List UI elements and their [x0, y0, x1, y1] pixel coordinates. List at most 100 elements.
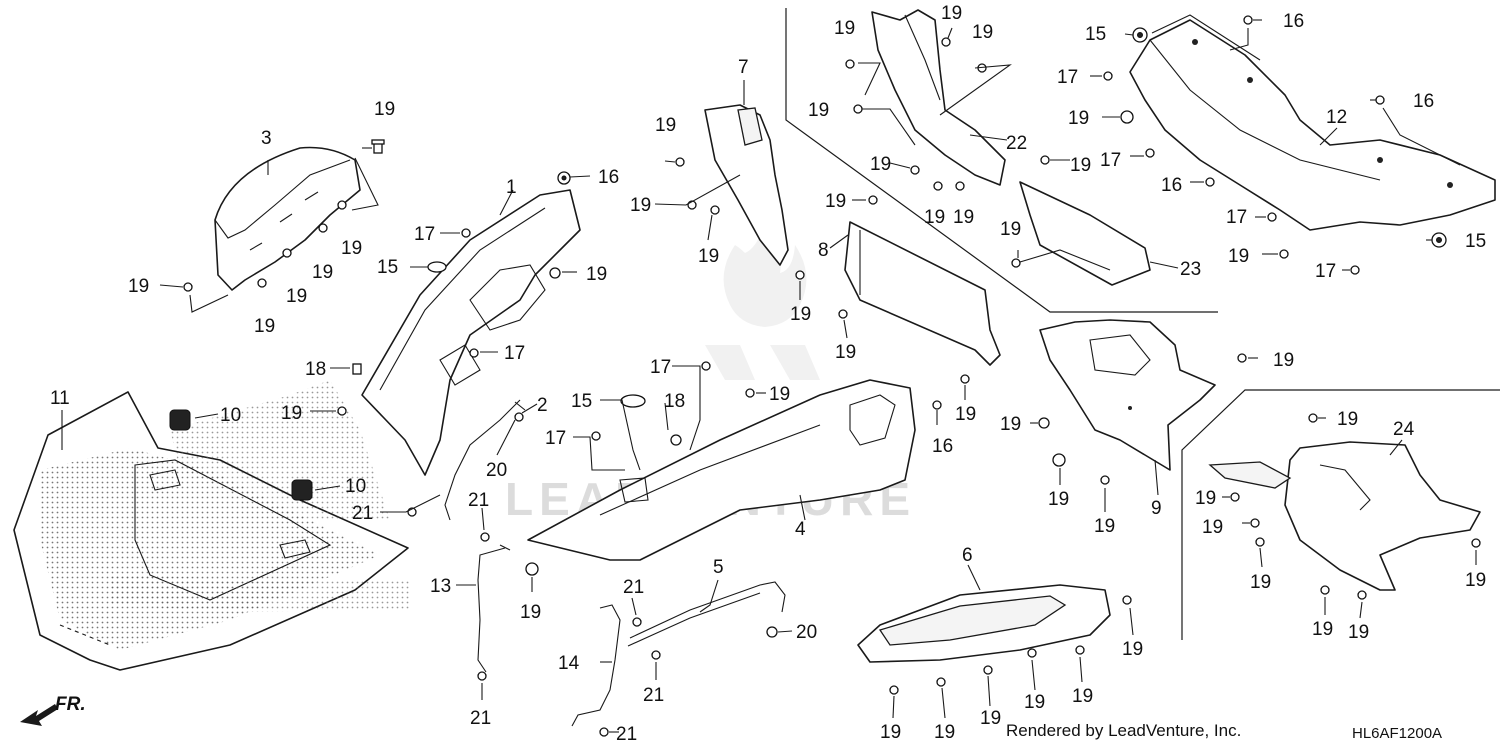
callout-19: 19 [1312, 619, 1333, 640]
section-divider-right [1181, 389, 1500, 640]
callout-19: 19 [1072, 686, 1093, 707]
callout-14: 14 [558, 653, 580, 674]
callout-24: 24 [1393, 419, 1415, 440]
callout-19: 19 [1122, 639, 1143, 660]
callout-15: 15 [377, 257, 398, 278]
part-12-upper-panel [1129, 19, 1496, 231]
callout-15: 15 [1085, 24, 1106, 45]
callout-7: 7 [738, 57, 749, 78]
callout-3: 3 [261, 128, 272, 149]
callout-19: 19 [655, 115, 676, 136]
watermark-logo [705, 223, 820, 380]
callout-19: 19 [953, 207, 974, 228]
callout-13: 13 [430, 576, 451, 597]
callout-21: 21 [468, 490, 489, 511]
part-14-stay [571, 604, 621, 727]
callout-19: 19 [1202, 517, 1223, 538]
callout-19: 19 [1048, 489, 1069, 510]
callout-17: 17 [1226, 207, 1247, 228]
part-24-lower-cover [1208, 441, 1481, 591]
callout-19: 19 [980, 708, 1001, 729]
callout-19: 19 [924, 207, 945, 228]
callout-17: 17 [414, 224, 435, 245]
callout-19: 19 [698, 246, 719, 267]
callout-17: 17 [650, 357, 671, 378]
part-13-stay [477, 544, 511, 673]
callout-19: 19 [374, 99, 395, 120]
callout-21: 21 [470, 708, 491, 729]
part-8-panel [844, 221, 1001, 366]
callout-19: 19 [825, 191, 846, 212]
diagram-code: HL6AF1200A [1352, 725, 1442, 742]
callout-19: 19 [586, 264, 607, 285]
callout-21: 21 [616, 724, 637, 745]
callout-6: 6 [962, 545, 973, 566]
callout-19: 19 [281, 403, 302, 424]
callout-19: 19 [835, 342, 856, 363]
callout-19: 19 [1000, 414, 1021, 435]
callout-19: 19 [955, 404, 976, 425]
callout-16: 16 [932, 436, 953, 457]
callout-16: 16 [1283, 11, 1304, 32]
part-1-front-side-cover [361, 189, 581, 476]
callout-5: 5 [713, 557, 724, 578]
callout-21: 21 [352, 503, 373, 524]
leader-lines [61, 14, 1477, 733]
callout-19: 19 [1348, 622, 1369, 643]
callout-9: 9 [1151, 498, 1162, 519]
callout-17: 17 [1100, 150, 1121, 171]
callout-18: 18 [305, 359, 326, 380]
callout-19: 19 [808, 100, 829, 121]
callout-19: 19 [1195, 488, 1216, 509]
callout-19: 19 [1024, 692, 1045, 713]
rendered-by-credit: Rendered by LeadVenture, Inc. [1006, 721, 1241, 740]
part-5-pipe [627, 581, 786, 647]
callout-21: 21 [643, 685, 664, 706]
part-4-side-cover [527, 379, 916, 561]
callout-11: 11 [50, 388, 70, 409]
callout-18: 18 [664, 391, 685, 412]
front-direction-label: FR. [55, 694, 86, 715]
callout-19: 19 [312, 262, 333, 283]
callout-19: 19 [1070, 155, 1091, 176]
part-23-panel [1019, 181, 1151, 286]
callout-19: 19 [341, 238, 362, 259]
callout-12: 12 [1326, 107, 1347, 128]
callout-19: 19 [834, 18, 855, 39]
callout-19: 19 [254, 316, 275, 337]
callout-4: 4 [795, 519, 806, 540]
callout-19: 19 [1000, 219, 1021, 240]
callout-19: 19 [1068, 108, 1089, 129]
callout-19: 19 [880, 722, 901, 743]
callout-10: 10 [220, 405, 241, 426]
callout-19: 19 [790, 304, 811, 325]
callout-8: 8 [818, 240, 829, 261]
callout-19: 19 [286, 286, 307, 307]
section-divider-top [785, 8, 1218, 313]
callout-19: 19 [1094, 516, 1115, 537]
callout-19: 19 [1250, 572, 1271, 593]
callout-17: 17 [545, 428, 566, 449]
callout-19: 19 [1273, 350, 1294, 371]
callout-1: 1 [506, 177, 517, 198]
callout-19: 19 [769, 384, 790, 405]
part-3-headlight-cover [214, 146, 361, 291]
callout-19: 19 [870, 154, 891, 175]
callout-15: 15 [571, 391, 592, 412]
callout-15: 15 [1465, 231, 1486, 252]
front-direction-arrow-icon [20, 704, 58, 726]
callout-17: 17 [1315, 261, 1336, 282]
callout-19: 19 [520, 602, 541, 623]
part-6-lower-cover [857, 584, 1111, 663]
part-22-upper-cover [871, 9, 1006, 186]
callout-19: 19 [1465, 570, 1486, 591]
callout-21: 21 [623, 577, 644, 598]
part-7-inner-cover [704, 104, 789, 266]
part-2-stay [444, 399, 526, 521]
callout-22: 22 [1006, 133, 1027, 154]
callout-10: 10 [345, 476, 366, 497]
callout-23: 23 [1180, 259, 1201, 280]
callout-20: 20 [486, 460, 507, 481]
callout-19: 19 [972, 22, 993, 43]
